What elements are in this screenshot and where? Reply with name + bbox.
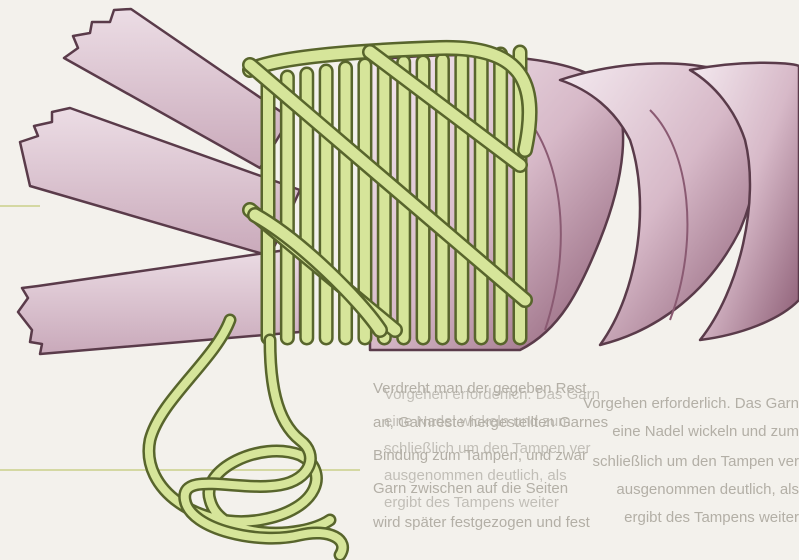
- bg-text-line: wird später festgezogen und fest: [372, 514, 591, 531]
- bg-text-line: Verdreht man der gegeben Rest: [373, 380, 587, 397]
- yarn-knot: [149, 320, 343, 555]
- bg-text-line: Garn zwischen auf die Seiten: [373, 480, 568, 497]
- bg-text-line: ausgenommen deutlich, als: [616, 481, 799, 498]
- background-text-left-group: Vorgehen erforderlich. Das Garn eine Nad…: [583, 395, 799, 526]
- background-text-right-group: Verdreht man der gegeben Rest an, Garnre…: [372, 380, 608, 531]
- strand-bottom: [18, 248, 300, 354]
- bg-text-line: Vorgehen erforderlich. Das Garn: [583, 395, 799, 412]
- bg-text-line: Bindung zum Tampen, und zwar: [373, 447, 587, 464]
- bg-text-line: schließlich um den Tampen ver: [593, 453, 799, 470]
- bg-text-line: ergibt des Tampens weiter: [624, 509, 799, 526]
- yarn-whipping: [250, 48, 530, 338]
- bg-text-line: eine Nadel wickeln und zum: [612, 423, 799, 440]
- bg-text-line: an, Garnreste hergestellten Garnes: [373, 414, 608, 431]
